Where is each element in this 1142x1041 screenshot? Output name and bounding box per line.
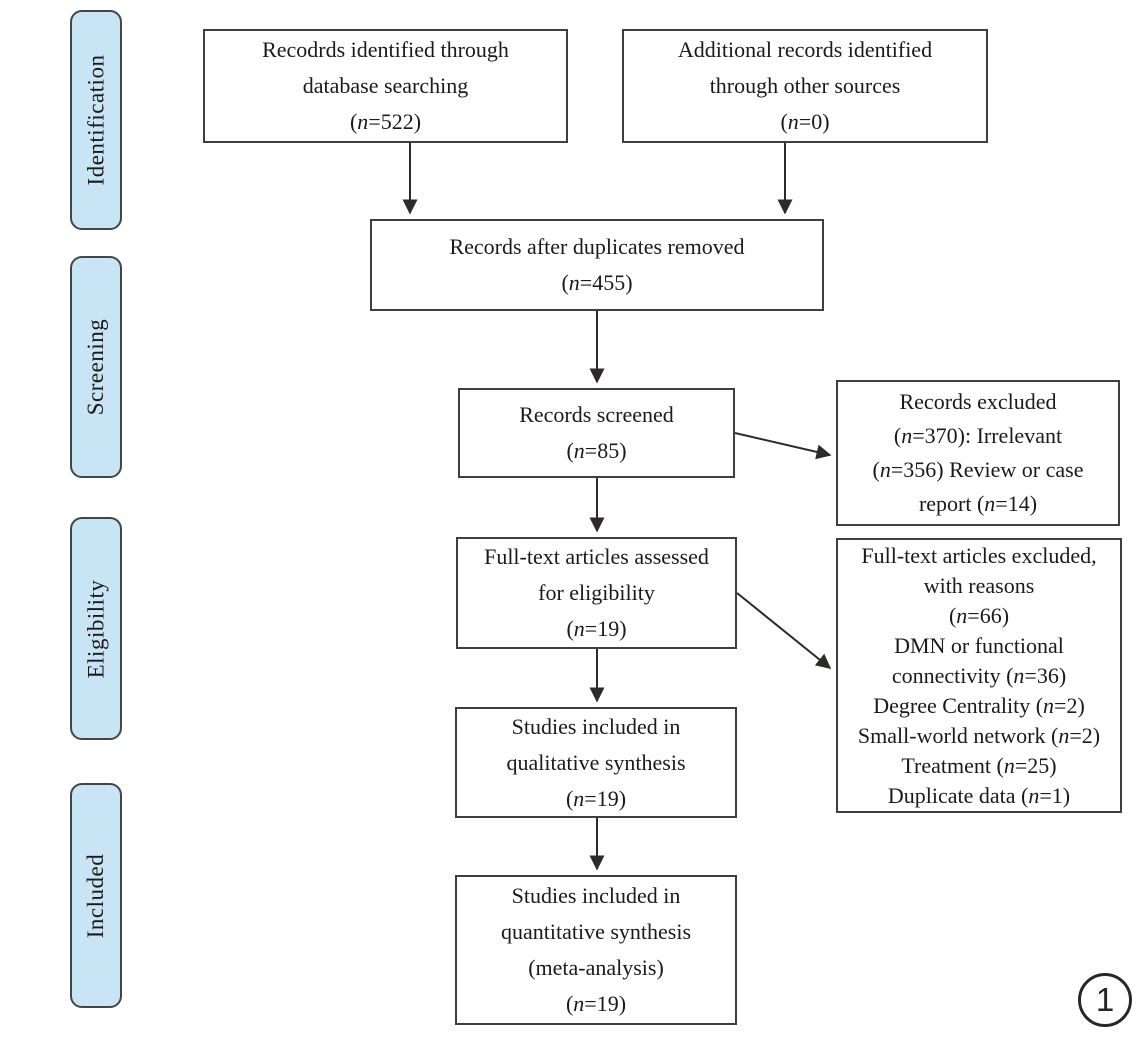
stage-included-label: Included — [83, 853, 108, 938]
figure-number-badge: 1 — [1078, 973, 1132, 1027]
box-records-excluded-text: Records excluded (n=370): Irrelevant (n=… — [872, 389, 1084, 516]
box-quantitative-synthesis: Studies included in quantitative synthes… — [455, 875, 737, 1025]
stage-included: Included — [70, 783, 122, 1008]
stage-identification-label: Identification — [83, 54, 108, 186]
box-records-screened-text: Records screened (n=85) — [519, 402, 674, 463]
box-additional-records-text: Additional records identified through ot… — [677, 37, 933, 134]
box-fulltext-excluded: Full-text articles excluded, with reason… — [836, 538, 1122, 813]
arrow-screened-to-excluded — [734, 432, 832, 460]
box-fulltext-assessed: Full-text articles assessed for eligibil… — [456, 537, 737, 649]
stage-screening: Screening — [70, 256, 122, 478]
box-quantitative-synthesis-text: Studies included in quantitative synthes… — [500, 883, 692, 1016]
stage-identification: Identification — [70, 10, 122, 230]
stage-eligibility: Eligibility — [70, 517, 122, 740]
box-additional-records: Additional records identified through ot… — [622, 29, 988, 143]
arrow-fulltext-to-excluded — [736, 592, 832, 669]
box-after-duplicates-text: Records after duplicates removed (n=455) — [449, 234, 745, 295]
stage-screening-label: Screening — [83, 318, 108, 416]
figure-number: 1 — [1095, 981, 1115, 1018]
box-records-identified: Recodrds identified through database sea… — [203, 29, 568, 143]
box-qualitative-synthesis: Studies included in qualitative synthesi… — [455, 707, 737, 818]
box-fulltext-assessed-text: Full-text articles assessed for eligibil… — [484, 544, 709, 641]
box-records-screened: Records screened (n=85) — [458, 388, 735, 478]
box-after-duplicates: Records after duplicates removed (n=455) — [370, 219, 824, 311]
stage-eligibility-label: Eligibility — [83, 579, 108, 678]
box-qualitative-synthesis-text: Studies included in qualitative synthesi… — [506, 713, 686, 811]
box-fulltext-excluded-text: Full-text articles excluded, with reason… — [857, 542, 1101, 808]
box-records-identified-text: Recodrds identified through database sea… — [262, 37, 509, 134]
box-records-excluded: Records excluded (n=370): Irrelevant (n=… — [836, 380, 1120, 526]
